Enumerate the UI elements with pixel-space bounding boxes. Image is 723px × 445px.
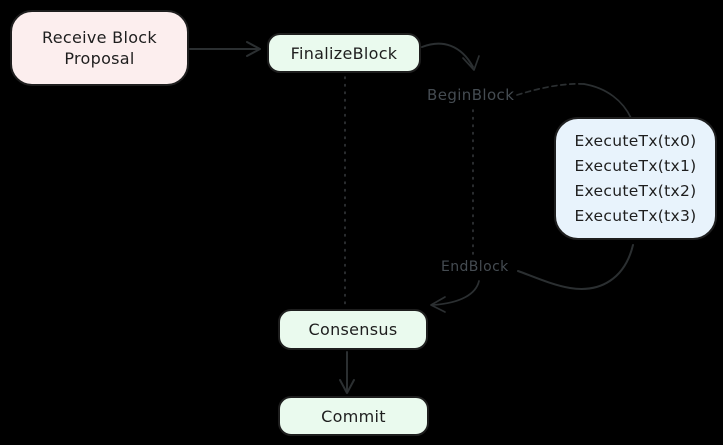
node-execute-tx: ExecuteTx(tx0) ExecuteTx(tx1) ExecuteTx(…: [554, 117, 717, 240]
execute-tx-line: ExecuteTx(tx0): [574, 131, 697, 150]
node-commit: Commit: [278, 396, 429, 436]
connector-execute-to-endblock: [517, 244, 634, 290]
arrowhead-consensus-to-commit: [339, 379, 355, 394]
end-block-label: EndBlock: [441, 259, 509, 275]
execute-tx-line: ExecuteTx(tx3): [574, 206, 697, 225]
arrowhead-endblock-to-consensus: [430, 296, 446, 313]
node-receive-block-proposal: Receive Block Proposal: [10, 10, 189, 86]
node-consensus-label: Consensus: [308, 320, 398, 339]
arrowhead-receive-to-finalize: [246, 41, 261, 57]
execute-tx-line: ExecuteTx(tx1): [574, 156, 697, 175]
node-finalize-block: FinalizeBlock: [267, 33, 421, 73]
node-receive-label-line1: Receive Block: [42, 28, 157, 47]
arrow-endblock-to-consensus: [432, 280, 480, 306]
execute-tx-line: ExecuteTx(tx2): [574, 181, 697, 200]
arrowhead-finalize-to-beginblock: [462, 55, 480, 71]
node-receive-label-line2: Proposal: [64, 49, 135, 68]
begin-block-label: BeginBlock: [427, 86, 515, 104]
connector-beginblock-to-execute: [583, 83, 632, 119]
node-commit-label: Commit: [321, 406, 386, 426]
arrow-finalize-to-beginblock: [421, 42, 474, 68]
node-finalize-label: FinalizeBlock: [290, 43, 398, 63]
node-consensus: Consensus: [278, 309, 428, 350]
connector-beginblock-to-execute-dashed: [516, 83, 585, 96]
